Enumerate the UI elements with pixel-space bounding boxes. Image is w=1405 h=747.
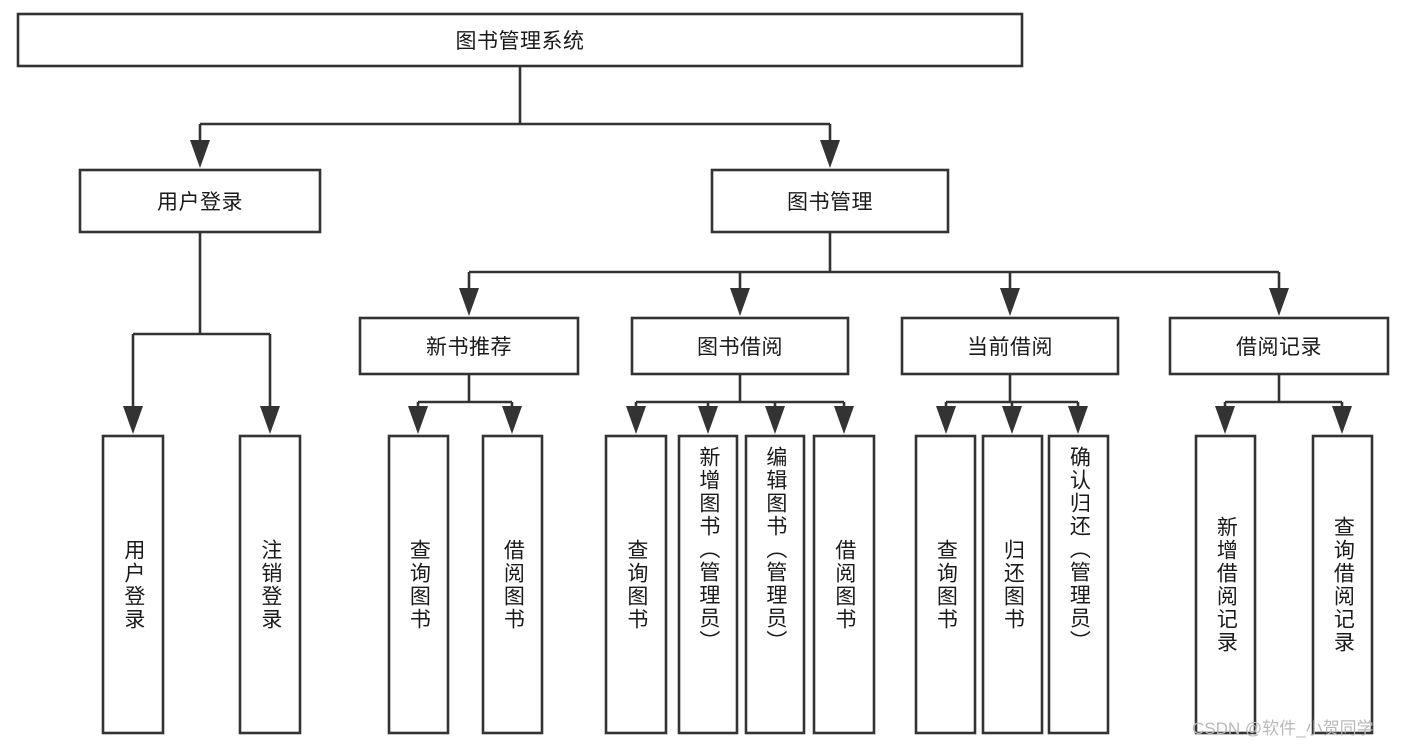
node-current-confirm-return-admin[interactable] [1047,434,1110,735]
node-user-logout[interactable] [238,434,302,735]
node-book-management[interactable] [710,168,950,234]
arrowhead-borrow-records [1269,288,1289,316]
arrowhead-query-borrow-record [1332,406,1352,434]
arrowhead-user-login [190,140,210,168]
node-book-borrow[interactable] [630,316,850,376]
node-user-login[interactable] [78,168,322,234]
node-borrow-query-book[interactable] [604,434,668,735]
arrowhead-borrow-add-book-admin [698,406,718,434]
node-current-return-book[interactable] [981,434,1044,735]
node-borrow-add-book-admin[interactable] [677,434,739,735]
node-borrow-edit-book-admin[interactable] [744,434,806,735]
arrowhead-current-return-book [1002,406,1022,434]
node-current-borrow[interactable] [900,316,1120,376]
node-current-query-book[interactable] [914,434,977,735]
node-user-login-do[interactable] [101,434,165,735]
arrowhead-borrow-edit-book-admin [765,406,785,434]
arrowhead-recommend-query-book [408,406,428,434]
node-new-book-recommend[interactable] [358,316,580,376]
arrowhead-book-management [820,140,840,168]
arrowhead-book-borrow [730,288,750,316]
arrowhead-current-query-book [936,406,956,434]
arrowhead-add-borrow-record [1215,406,1235,434]
node-borrow-borrow-book[interactable] [812,434,876,735]
connector-layer [123,66,1352,434]
node-layer [16,12,1390,735]
node-query-borrow-record[interactable] [1311,434,1374,735]
arrowhead-new-book-recommend [459,288,479,316]
node-add-borrow-record[interactable] [1194,434,1257,735]
arrowhead-borrow-borrow-book [834,406,854,434]
node-recommend-query-book[interactable] [387,434,450,735]
arrowhead-current-borrow [1000,288,1020,316]
node-root[interactable] [16,12,1024,68]
node-recommend-borrow-book[interactable] [481,434,544,735]
arrowhead-borrow-query-book [626,406,646,434]
node-borrow-records[interactable] [1168,316,1390,376]
arrowhead-user-logout [260,406,280,434]
arrowhead-current-confirm-return [1068,406,1088,434]
arrowhead-recommend-borrow-book [502,406,522,434]
arrowhead-user-login-do [123,406,143,434]
